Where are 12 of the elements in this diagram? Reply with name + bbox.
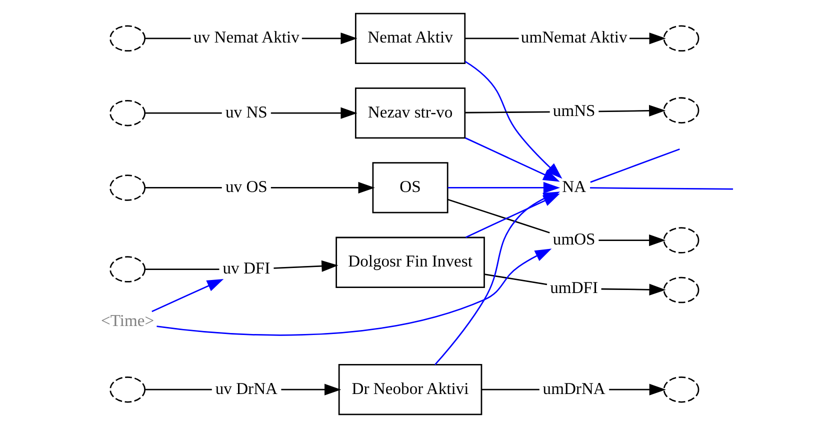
node-text: uv NS (224, 102, 267, 122)
node-text: uv DFI (222, 258, 270, 278)
node-text: umDFI (550, 278, 598, 297)
node-text: umOS (552, 230, 595, 249)
node-text: uv OS (224, 177, 267, 196)
node-text: NA (562, 177, 586, 196)
node-text: uv DrNA (214, 378, 278, 398)
node-text: umNemat Aktiv (520, 28, 627, 47)
node-text: uv Nemat Aktiv (193, 28, 299, 47)
node-text: umNS (552, 100, 595, 120)
node-text: <Time> (100, 311, 154, 330)
node-text: umDrNA (542, 378, 605, 398)
